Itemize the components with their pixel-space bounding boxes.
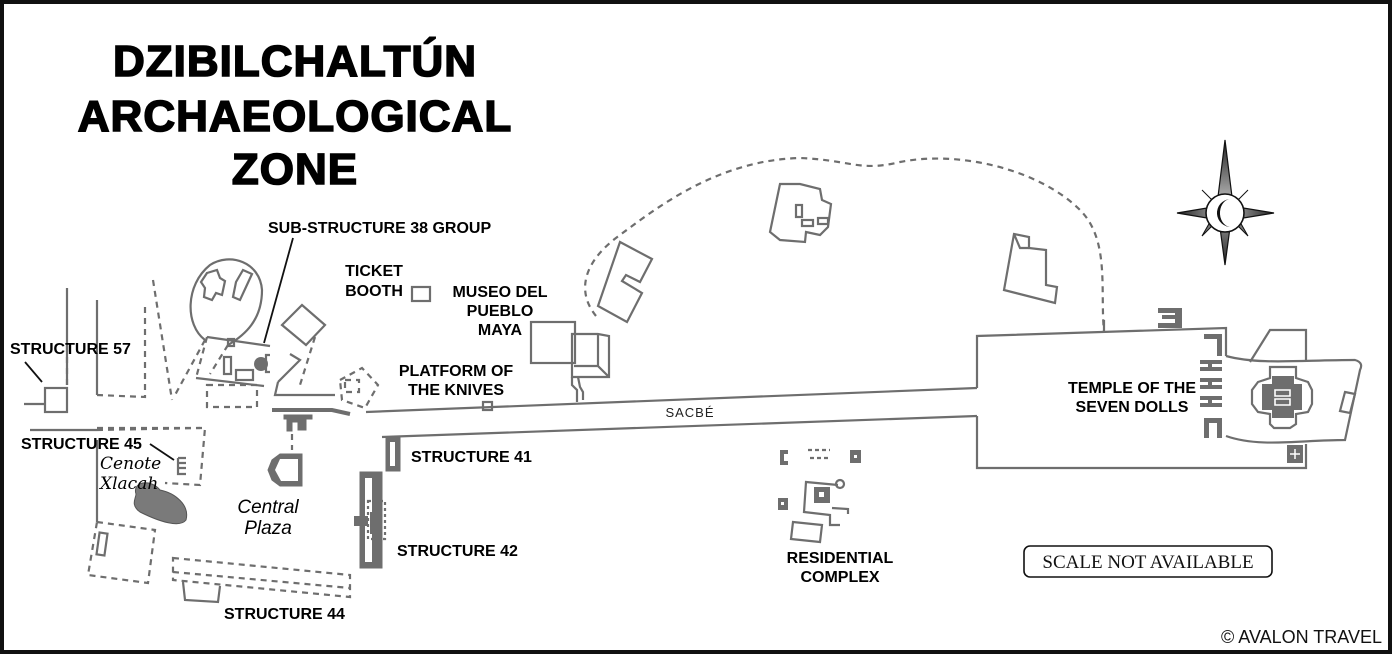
label-residential-2: COMPLEX bbox=[800, 569, 879, 586]
label-residential-1: RESIDENTIAL bbox=[787, 550, 894, 567]
residential-complex-shapes bbox=[778, 448, 861, 544]
temple-seven-dolls-structure bbox=[1250, 365, 1314, 430]
label-temple-2: SEVEN DOLLS bbox=[1076, 399, 1189, 416]
label-central-plaza-2: Plaza bbox=[244, 518, 292, 539]
title-line-2: ARCHAEOLOGICAL bbox=[78, 92, 512, 141]
structure-45-leader bbox=[149, 443, 175, 461]
structure-41-shape bbox=[385, 437, 401, 472]
north-group-boundary bbox=[584, 156, 1106, 333]
label-structure-57: STRUCTURE 57 bbox=[10, 341, 131, 358]
label-ticket-booth-2: BOOTH bbox=[345, 283, 403, 300]
cenote-xlacah-shape bbox=[133, 482, 188, 525]
scale-note-box: SCALE NOT AVAILABLE bbox=[1023, 545, 1273, 578]
label-ticket-booth-1: TICKET bbox=[345, 263, 403, 280]
scale-note: SCALE NOT AVAILABLE bbox=[1042, 552, 1253, 573]
north-structures bbox=[596, 182, 1059, 324]
label-museo-2: PUEBLO bbox=[467, 303, 534, 320]
copyright-credit: © AVALON TRAVEL bbox=[1221, 627, 1382, 647]
label-structure-45: STRUCTURE 45 bbox=[21, 436, 142, 453]
museo-structure bbox=[529, 320, 611, 402]
platform-knives-structure bbox=[481, 400, 494, 412]
label-museo-3: MAYA bbox=[478, 322, 523, 339]
west-structures bbox=[24, 279, 352, 604]
sub-structure-38-leader bbox=[263, 237, 294, 344]
temple-plaza bbox=[975, 308, 1363, 470]
label-platform-knives-2: THE KNIVES bbox=[408, 382, 504, 399]
ticket-booth-structure bbox=[410, 285, 432, 303]
compass-rose-icon bbox=[1176, 139, 1275, 266]
sacbe-label: SACBÉ bbox=[665, 405, 714, 420]
label-cenote-2: Xlacah bbox=[98, 474, 158, 494]
structure-57-leader bbox=[24, 361, 43, 383]
title-line-3: ZONE bbox=[232, 145, 358, 194]
sub-structure-38-group-shapes bbox=[174, 258, 380, 487]
label-cenote-1: Cenote bbox=[100, 454, 161, 474]
label-structure-44: STRUCTURE 44 bbox=[224, 606, 345, 623]
label-platform-knives-1: PLATFORM OF bbox=[399, 363, 514, 380]
label-museo-1: MUSEO DEL bbox=[452, 284, 547, 301]
sacbe-road: SACBÉ bbox=[365, 386, 978, 439]
structure-42-shape bbox=[354, 471, 387, 569]
map-title: DZIBILCHALTÚN ARCHAEOLOGICAL ZONE bbox=[77, 35, 512, 195]
label-sub-structure-38: SUB-STRUCTURE 38 GROUP bbox=[268, 220, 491, 237]
label-structure-41: STRUCTURE 41 bbox=[411, 449, 532, 466]
title-line-1: DZIBILCHALTÚN bbox=[113, 36, 477, 86]
label-structure-42: STRUCTURE 42 bbox=[397, 543, 518, 560]
label-central-plaza-1: Central bbox=[237, 497, 299, 518]
label-temple-1: TEMPLE OF THE bbox=[1068, 380, 1196, 397]
